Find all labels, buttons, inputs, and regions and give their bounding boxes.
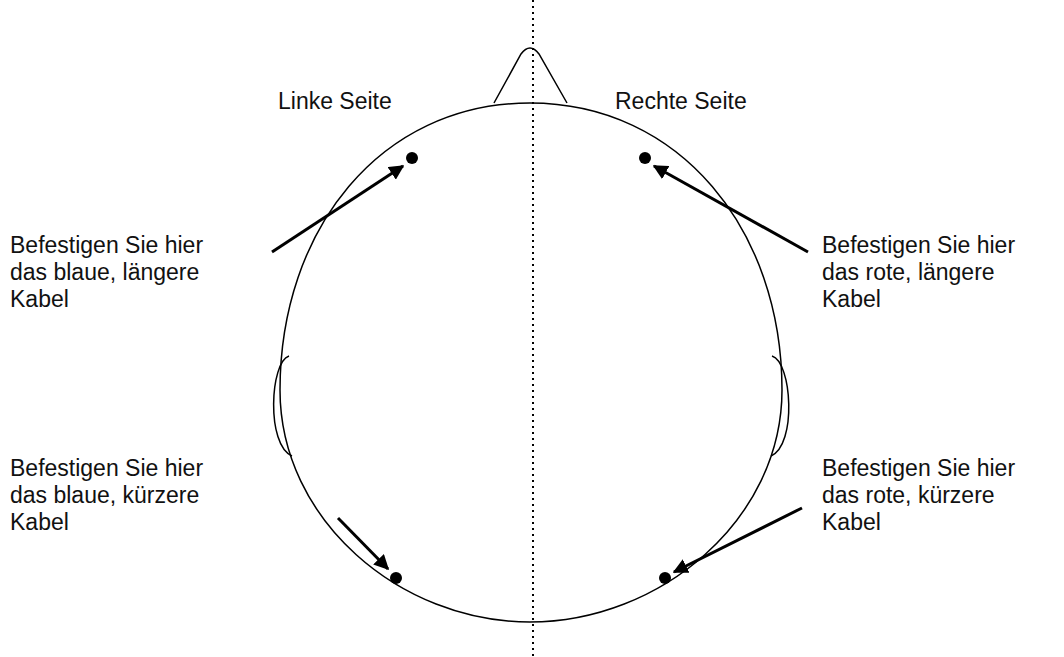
side-label: Rechte Seite — [615, 88, 835, 115]
electrode-dot — [406, 152, 418, 164]
midline — [532, 0, 534, 657]
instruction-label: Befestigen Sie hier das blaue, längere K… — [10, 232, 225, 313]
electrode-dot — [659, 572, 671, 584]
nose-outline — [494, 48, 567, 103]
right-ear — [771, 356, 789, 456]
electrode-dot — [639, 152, 651, 164]
leader-arrow — [338, 518, 388, 569]
head-outline — [280, 103, 782, 622]
leader-arrow — [654, 166, 808, 252]
side-label: Linke Seite — [278, 88, 498, 115]
instruction-label: Befestigen Sie hier das rote, längere Ka… — [822, 232, 1037, 313]
instruction-label: Befestigen Sie hier das blaue, kürzere K… — [10, 455, 225, 536]
electrode-dot — [390, 572, 402, 584]
left-ear — [274, 356, 292, 456]
instruction-label: Befestigen Sie hier das rote, kürzere Ka… — [822, 455, 1037, 536]
leader-arrow — [674, 508, 802, 572]
leader-arrow — [272, 166, 403, 252]
